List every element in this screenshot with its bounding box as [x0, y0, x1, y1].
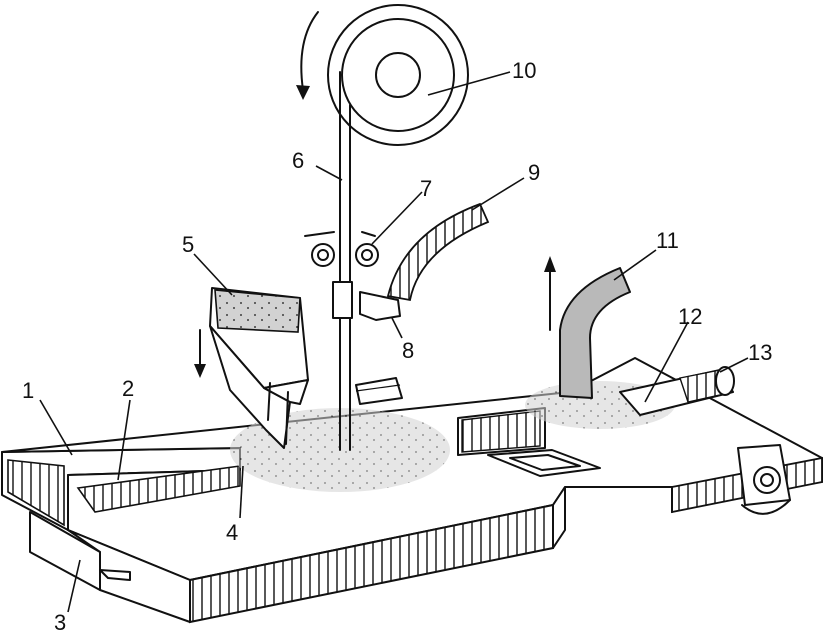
label-13: 13	[748, 340, 772, 365]
label-8: 8	[402, 338, 414, 363]
leader-lines	[39, 71, 749, 613]
label-10: 10	[512, 58, 536, 83]
motion-arrows	[194, 11, 556, 378]
label-9: 9	[528, 160, 540, 185]
label-1: 1	[22, 378, 34, 403]
label-12: 12	[678, 304, 702, 329]
label-7: 7	[420, 176, 432, 201]
part-labels: 1 2 3 4 5 6 7 8 9 10 11 12 13	[22, 58, 772, 632]
label-3: 3	[54, 610, 66, 632]
laser-beam	[339, 71, 351, 451]
label-11: 11	[656, 228, 679, 253]
powder-tube	[386, 202, 490, 302]
focus-rollers	[311, 243, 379, 267]
label-5: 5	[182, 232, 194, 257]
label-6: 6	[292, 148, 304, 173]
suction-tube	[559, 267, 631, 399]
label-2: 2	[122, 376, 134, 401]
scraper-plate	[355, 377, 403, 405]
feed-roller	[619, 366, 735, 416]
label-4: 4	[226, 520, 238, 545]
nozzle-clamp	[332, 281, 401, 321]
powder-hopper	[209, 287, 309, 449]
laser-wheel	[327, 4, 469, 146]
